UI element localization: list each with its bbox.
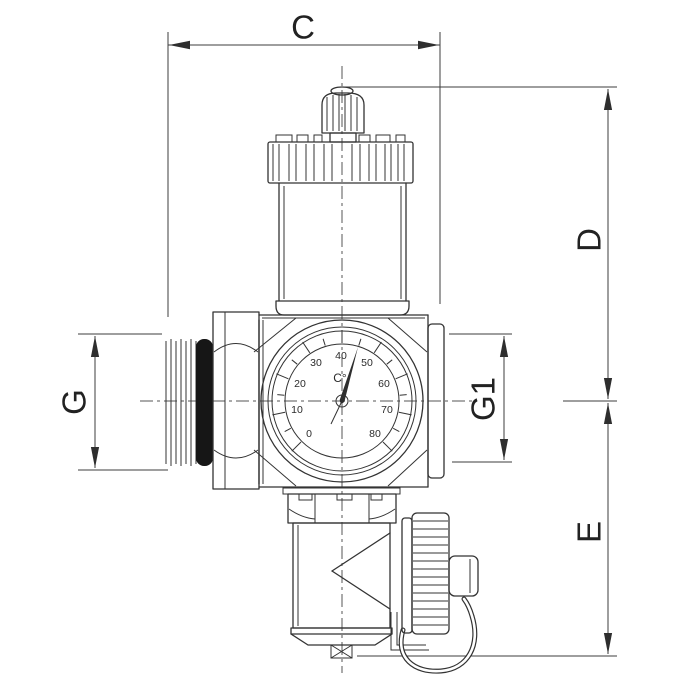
drain-cone-lower [331, 570, 391, 610]
scale-label-80: 80 [369, 428, 381, 440]
dimension-c: C [167, 9, 441, 317]
gauge-bezel-outer [260, 319, 424, 483]
cap-knurling-ribs [413, 520, 448, 626]
centerlines [140, 66, 472, 673]
arrowhead-up [499, 336, 509, 357]
arrowhead-down [499, 439, 509, 460]
ring-tabs [275, 134, 406, 143]
arrowhead-left [169, 40, 190, 50]
gauge-unit-label: C° [333, 371, 347, 385]
gauge-scale-circle [284, 343, 400, 459]
vent-knurled-ring [267, 134, 414, 184]
dimension-g-label: G [56, 389, 93, 415]
arrowhead-down [603, 633, 613, 654]
needle-pointer [339, 347, 358, 402]
dimension-e-label: E [571, 521, 608, 543]
inlet-hex-nut [212, 311, 260, 490]
gauge-needle [330, 347, 358, 425]
drain-cap [398, 512, 479, 674]
arrowhead-down [90, 447, 100, 468]
o-ring [196, 339, 213, 466]
cap-flange [401, 517, 413, 634]
arrowhead-down [603, 378, 613, 399]
inlet-connection [165, 311, 260, 490]
arrowhead-up [603, 89, 613, 110]
drain-cone-upper [331, 532, 391, 572]
drain-lip [290, 627, 393, 635]
ring-knurling [272, 144, 405, 181]
dimension-e: E [357, 403, 617, 657]
scale-label-70: 70 [381, 404, 393, 416]
cap-neck [329, 132, 357, 143]
drain-valve-symbol [330, 644, 353, 659]
gauge-bezel-mid [267, 326, 417, 476]
cap-knurling [326, 94, 358, 131]
cap-outline [321, 92, 365, 134]
cap-knurled-body [411, 512, 450, 635]
cap-dome [330, 86, 354, 96]
scale-label-30: 30 [310, 357, 322, 369]
body-chamfers [253, 317, 428, 487]
outlet-flange [427, 323, 445, 479]
needle-pivot [339, 398, 345, 404]
dimension-g: G [56, 333, 168, 471]
dimension-c-label: C [291, 9, 315, 46]
vent-cap-small [321, 86, 365, 143]
cap-knob [448, 555, 479, 597]
scale-label-50: 50 [361, 357, 373, 369]
thermometer-gauge: 0 10 20 30 40 50 60 70 80 C° [260, 319, 424, 483]
air-vent-valve [267, 86, 414, 316]
arrowhead-up [603, 403, 613, 424]
needle-hub [335, 394, 349, 408]
arrowhead-right [418, 40, 439, 50]
gauge-minor-ticks [277, 338, 407, 433]
scale-label-20: 20 [294, 378, 306, 390]
scale-label-60: 60 [378, 378, 390, 390]
vent-body-cylinder [275, 182, 410, 316]
dimension-d-label: D [571, 228, 608, 252]
drain-body [290, 522, 393, 646]
gauge-major-ticks [272, 330, 412, 452]
scale-label-40: 40 [335, 350, 347, 362]
ring-outline [267, 141, 414, 184]
scale-label-0: 0 [306, 428, 312, 440]
needle-tail [330, 400, 343, 425]
cap-lanyard-inner [400, 597, 477, 673]
dimension-g1: G1 [449, 333, 512, 463]
dimension-g1-label: G1 [465, 377, 502, 421]
inlet-thread [165, 339, 197, 466]
dimension-d: D [344, 86, 617, 402]
drain-assembly [282, 487, 479, 674]
arrowhead-up [90, 336, 100, 357]
gauge-scale-labels: 0 10 20 30 40 50 60 70 80 [291, 350, 393, 440]
drain-outlet-elbow [390, 612, 429, 651]
scale-label-10: 10 [291, 404, 303, 416]
